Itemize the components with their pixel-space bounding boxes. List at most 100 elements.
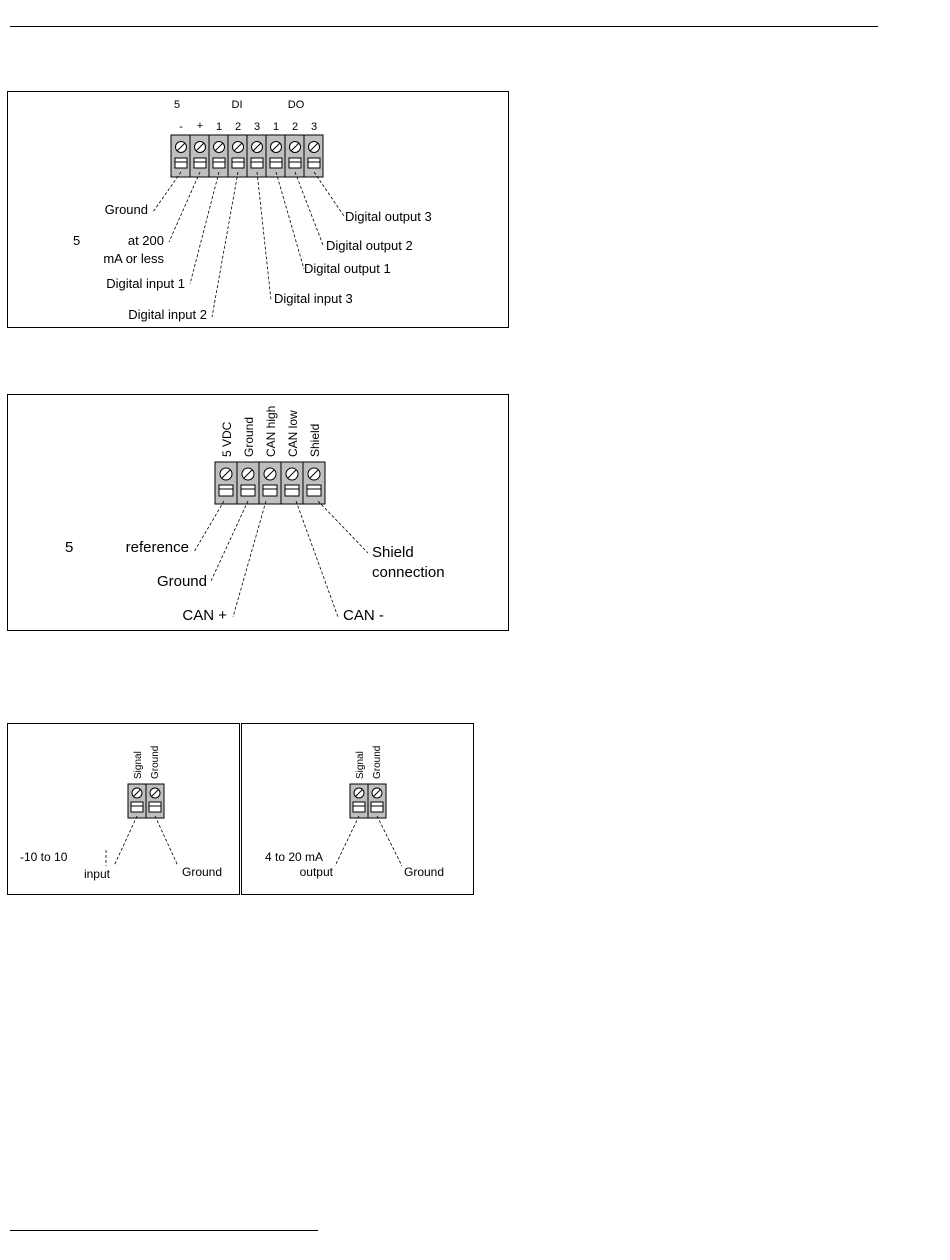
wire-clamp-icon (218, 484, 234, 497)
pin-label-di-1: 1 (216, 121, 222, 133)
terminal-pin-5 (306, 467, 322, 497)
leader-ground (210, 500, 249, 582)
callout-digital-output-2: Digital output 2 (326, 238, 413, 253)
callout-ref-prefix: 5 (65, 539, 73, 556)
terminal-pin-signal (352, 787, 366, 813)
leader-lines (334, 815, 403, 867)
analog-output-diagram: Signal Ground 4 to 20 mA output Ground (265, 746, 444, 879)
leader-lines (193, 500, 369, 618)
terminal-block-5-pin (214, 461, 326, 505)
digital-io-diagram: 5 DI DO - + 1 2 3 1 2 3 (73, 99, 432, 322)
wire-clamp-icon (269, 157, 283, 169)
leader-do-2 (294, 171, 324, 246)
terminal-pin-ground (370, 787, 384, 813)
terminal-block-2-pin (127, 783, 165, 819)
pin-label-5vdc: 5 VDC (220, 421, 234, 457)
leader-can-plus (232, 500, 267, 618)
wire-clamp-icon (307, 157, 321, 169)
terminal-pin-2 (240, 462, 260, 504)
terminal-pin-1 (218, 462, 238, 504)
analog-output-terminal-figure: Signal Ground 4 to 20 mA output Ground (241, 723, 474, 895)
digital-io-terminal-figure: 5 DI DO - + 1 2 3 1 2 3 (7, 91, 509, 328)
wire-clamp-icon (148, 801, 162, 813)
pin-label-di-2: 2 (235, 121, 241, 133)
leader-ground (154, 815, 179, 867)
terminal-pin-5 (250, 135, 267, 177)
leader-ground (152, 171, 182, 213)
wire-clamp-icon (130, 801, 144, 813)
pin-label-minus: - (179, 121, 183, 133)
terminal-pin-3 (212, 135, 229, 177)
footnote-rule (10, 1230, 318, 1231)
leader-di-2 (211, 171, 239, 318)
leader-di-1 (189, 171, 220, 285)
leader-di-3 (256, 171, 272, 301)
terminal-pin-2 (193, 135, 210, 177)
wire-clamp-icon (284, 484, 300, 497)
wire-clamp-icon (231, 157, 245, 169)
wire-clamp-icon (193, 157, 207, 169)
terminal-pin-4 (284, 462, 304, 504)
wire-clamp-icon (370, 801, 384, 813)
wire-clamp-icon (240, 484, 256, 497)
terminal-pin-4 (231, 135, 248, 177)
leader-do-3 (313, 171, 345, 217)
callout-digital-output-1: Digital output 1 (304, 261, 391, 276)
terminal-pin-3 (262, 462, 282, 504)
callout-ground: Ground (105, 202, 148, 217)
callout-input-line1: -10 to 10 (20, 850, 68, 864)
terminal-pin-7 (288, 135, 305, 177)
leader-do-1 (275, 171, 305, 270)
terminal-pin-ground (148, 787, 162, 813)
callout-ground: Ground (157, 573, 207, 590)
wire-clamp-icon (174, 157, 188, 169)
callout-output-line1: 4 to 20 mA (265, 850, 323, 864)
analog-input-terminal-figure: Signal Ground -10 to 10 input Ground (7, 723, 240, 895)
pin-label-signal: Signal (133, 751, 144, 779)
callout-supply-line2: mA or less (103, 251, 164, 266)
header-rule (10, 26, 878, 27)
callout-shield-line2: connection (372, 564, 445, 581)
terminal-pin-signal (130, 787, 144, 813)
leader-lines (105, 815, 179, 867)
wire-clamp-icon (250, 157, 264, 169)
callout-input-line2: input (84, 867, 111, 881)
pin-label-can-low: CAN low (286, 410, 300, 457)
wire-clamp-icon (212, 157, 226, 169)
leader-lines (152, 171, 345, 318)
callout-supply-line1: at 200 (128, 233, 164, 248)
pin-label-ground: Ground (242, 417, 256, 457)
leader-signal (113, 815, 138, 867)
leader-5vdc-reference (193, 500, 225, 553)
leader-shield (317, 500, 369, 554)
terminal-pin-8 (307, 141, 321, 169)
terminal-block-8-pin (170, 134, 324, 178)
pin-label-ground: Ground (150, 746, 161, 779)
callout-digital-input-3: Digital input 3 (274, 291, 353, 306)
callout-digital-input-2: Digital input 2 (128, 307, 207, 322)
leader-supply (168, 171, 201, 243)
terminal-block-2-pin (349, 783, 387, 819)
callout-ground: Ground (182, 865, 222, 879)
callout-shield-line1: Shield (372, 544, 414, 561)
callout-digital-input-1: Digital input 1 (106, 276, 185, 291)
analog-input-diagram: Signal Ground -10 to 10 input Ground (20, 746, 222, 881)
wire-clamp-icon (288, 157, 302, 169)
wire-clamp-icon (306, 484, 322, 497)
pin-label-do-1: 1 (273, 121, 279, 133)
callout-can-plus: CAN + (182, 607, 227, 624)
callout-digital-output-3: Digital output 3 (345, 209, 432, 224)
pin-label-can-high: CAN high (264, 406, 278, 457)
terminal-pin-1 (174, 135, 191, 177)
callout-output-line2: output (300, 865, 334, 879)
wire-clamp-icon (352, 801, 366, 813)
leader-ground (376, 815, 403, 867)
can-bus-diagram: 5 VDC Ground CAN high CAN low Shield 5 r… (65, 406, 445, 624)
can-bus-terminal-figure: 5 VDC Ground CAN high CAN low Shield 5 r… (7, 394, 509, 631)
wire-clamp-icon (262, 484, 278, 497)
callout-can-minus: CAN - (343, 607, 384, 624)
leader-signal (334, 815, 360, 867)
callout-supply-prefix: 5 (73, 233, 80, 248)
callout-reference: reference (126, 539, 189, 556)
pin-label-do-3: 3 (311, 121, 317, 133)
